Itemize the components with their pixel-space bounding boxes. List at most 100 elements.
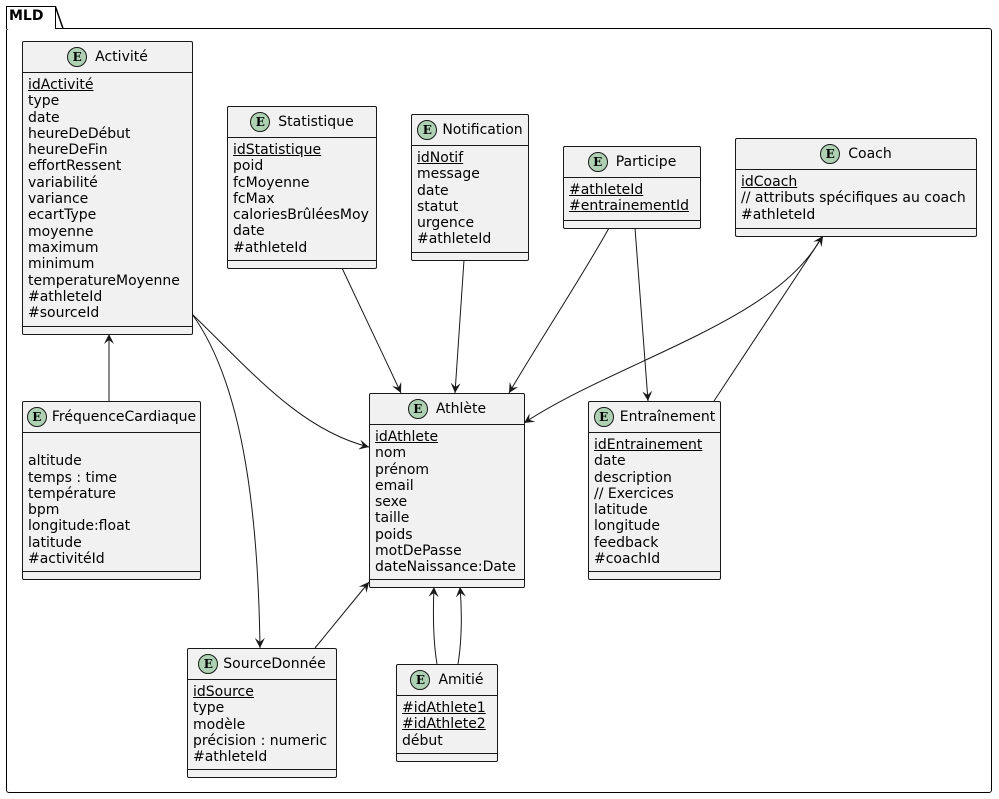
attribute: effortRessent [28,158,122,175]
attribute: nom [375,445,407,462]
attribute: #activitéId [28,551,105,568]
relation-amitie-athlete-1 [428,586,439,665]
attribute: début [402,732,443,749]
attribute: fcMoyenne [233,174,310,191]
primary-key-attribute: idEntrainement [594,437,703,453]
primary-key-attribute: idStatistique [233,142,322,158]
entity-participe[interactable]: E Participe #athleteId#entrainementId [563,146,701,229]
attribute: sexe [375,494,408,511]
attribute: bpm [28,502,60,519]
entity-name: Statistique [278,114,354,130]
attribute: variabilité [28,174,98,191]
relation-coach-athlete [523,235,823,424]
attribute: email [375,477,414,494]
entity-name: FréquenceCardiaque [51,409,197,425]
entity-header: E Athlète [370,394,524,425]
attribute: ecartType [28,207,97,224]
attribute: précision : numeric [193,732,328,749]
entity-icon: E [820,144,841,164]
entity-header: E Notification [412,115,528,146]
relation-notification-athlete [450,259,465,394]
attribute: type [193,700,225,717]
attribute: longitude:float [28,518,131,535]
package-tab-fold [55,6,64,29]
attribute: variance [28,191,89,208]
entity-header: E Statistique [228,107,376,138]
attribute: fcMax [233,190,275,207]
attribute: date [594,453,626,470]
attribute: latitude [594,502,648,519]
package-tab [6,6,56,29]
attribute: latitude [28,534,82,551]
relation-activite-athlete [191,313,370,450]
methods-compartment [23,326,192,334]
attribute: poid [233,158,264,175]
primary-key-attribute: idSource [193,684,254,700]
entity-name: Participe [615,154,677,170]
primary-key-attribute [28,437,195,453]
attribute: prénom [375,461,430,478]
entity-name: SourceDonnée [223,656,326,672]
entity-name: Activité [95,49,148,65]
entity-header: E Coach [736,139,976,170]
package-title: MLD [9,8,44,24]
attribute: motDePasse [375,543,462,560]
entity-header: E Activité [23,42,192,73]
entity-icon: E [410,670,431,690]
relation-activite-source [191,313,265,649]
entity-icon: E [407,399,428,419]
relation-amitie-athlete-2 [455,586,466,665]
attribute: temps : time [28,469,118,486]
attribute: statut [417,198,459,215]
attribute: température [28,485,116,502]
attribute: message [417,166,480,183]
entity-icon: E [417,120,438,140]
attribute: #coachId [594,551,661,568]
attribute: poids [375,526,413,543]
entity-icon: E [250,112,271,132]
attribute: temperatureMoyenne [28,272,180,289]
relation-participe-athlete [508,227,610,394]
entity-coach[interactable]: E Coach idCoach// attributs spécifiques … [735,138,977,237]
attribute: modèle [193,716,246,733]
relation-entrainement-coach [713,235,824,402]
entity-header: E FréquenceCardiaque [23,402,200,433]
entity-name: Amitié [438,672,484,688]
package-frame [6,28,992,793]
attribute: #sourceId [28,305,100,322]
attribute: type [28,93,60,110]
methods-compartment [736,228,976,236]
entity-header: E Entraînement [589,402,720,433]
primary-key-attribute: idCoach [741,174,798,190]
attribute: #athleteId [193,749,268,766]
primary-key-attribute: #idAthlete2 [402,716,486,733]
attribute: // attributs spécifiques au coach [741,190,966,207]
entity-icon: E [67,47,88,67]
methods-compartment [412,252,528,260]
primary-key-attribute: #entrainementId [569,198,690,215]
attribute: dateNaissance:Date [375,559,517,576]
primary-key-attribute: #athleteId [569,182,644,198]
methods-compartment [370,579,524,587]
primary-key-attribute: idActivité [28,77,94,93]
methods-compartment [228,260,376,268]
attribute: heureDeDébut [28,125,131,142]
methods-compartment [589,571,720,579]
attribute: date [417,182,449,199]
relation-statistique-athlete [341,267,402,394]
